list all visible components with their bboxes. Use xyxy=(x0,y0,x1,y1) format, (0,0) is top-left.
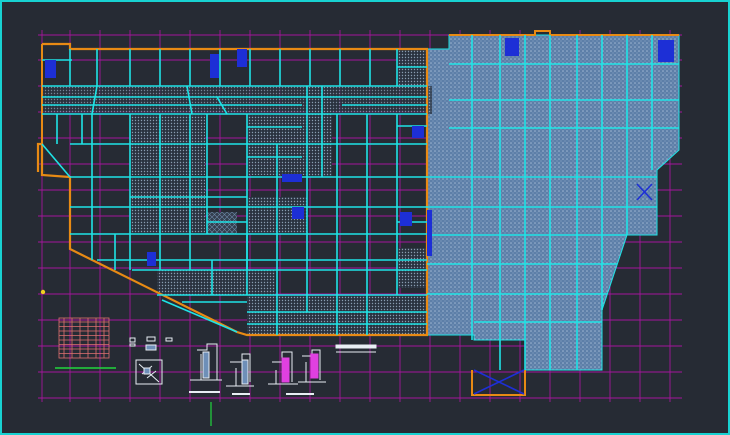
building-outline-east xyxy=(449,30,679,36)
blue-elements xyxy=(45,38,674,266)
dense-hatch-patches xyxy=(42,49,432,335)
ucs-origin-dot-icon xyxy=(40,289,46,295)
detail-thumbnails xyxy=(129,336,377,385)
section-details xyxy=(189,343,326,426)
stair-detail xyxy=(58,317,110,359)
x-cross-icon xyxy=(473,183,653,395)
wall-lines xyxy=(41,35,679,370)
annex-outline xyxy=(471,370,526,396)
